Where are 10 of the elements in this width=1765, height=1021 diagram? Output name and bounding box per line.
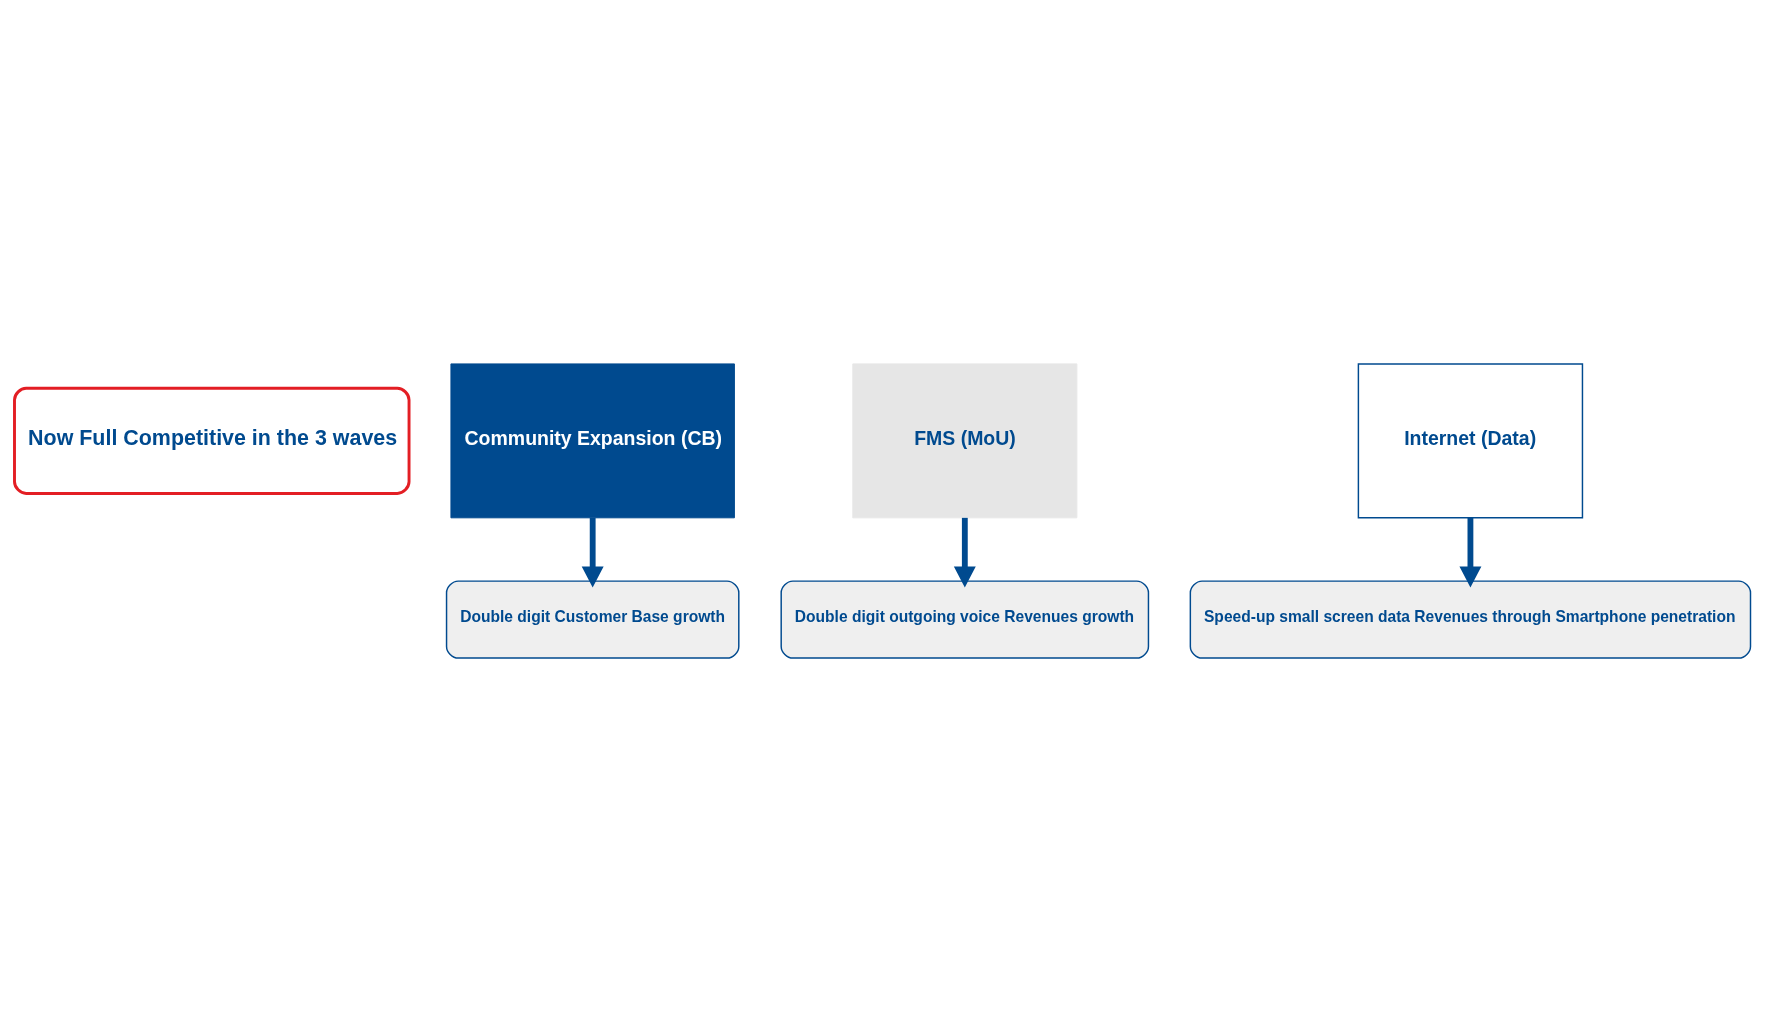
node-box: Community Expansion (CB) xyxy=(450,362,735,518)
node-box: Internet (Data) xyxy=(1357,362,1584,519)
node-box: Double digit Customer Base growth xyxy=(445,579,740,659)
node-box: FMS (MoU) xyxy=(852,362,1078,518)
node-box: Double digit outgoing voice Revenues growth xyxy=(780,579,1150,659)
node-box: Speed-up small screen data Revenues through Smartphone penetration xyxy=(1189,579,1752,659)
arrow xyxy=(581,517,604,587)
arrow xyxy=(953,517,976,587)
node-box: Now Full Competitive in the 3 waves xyxy=(13,386,411,495)
arrow xyxy=(1459,517,1482,587)
